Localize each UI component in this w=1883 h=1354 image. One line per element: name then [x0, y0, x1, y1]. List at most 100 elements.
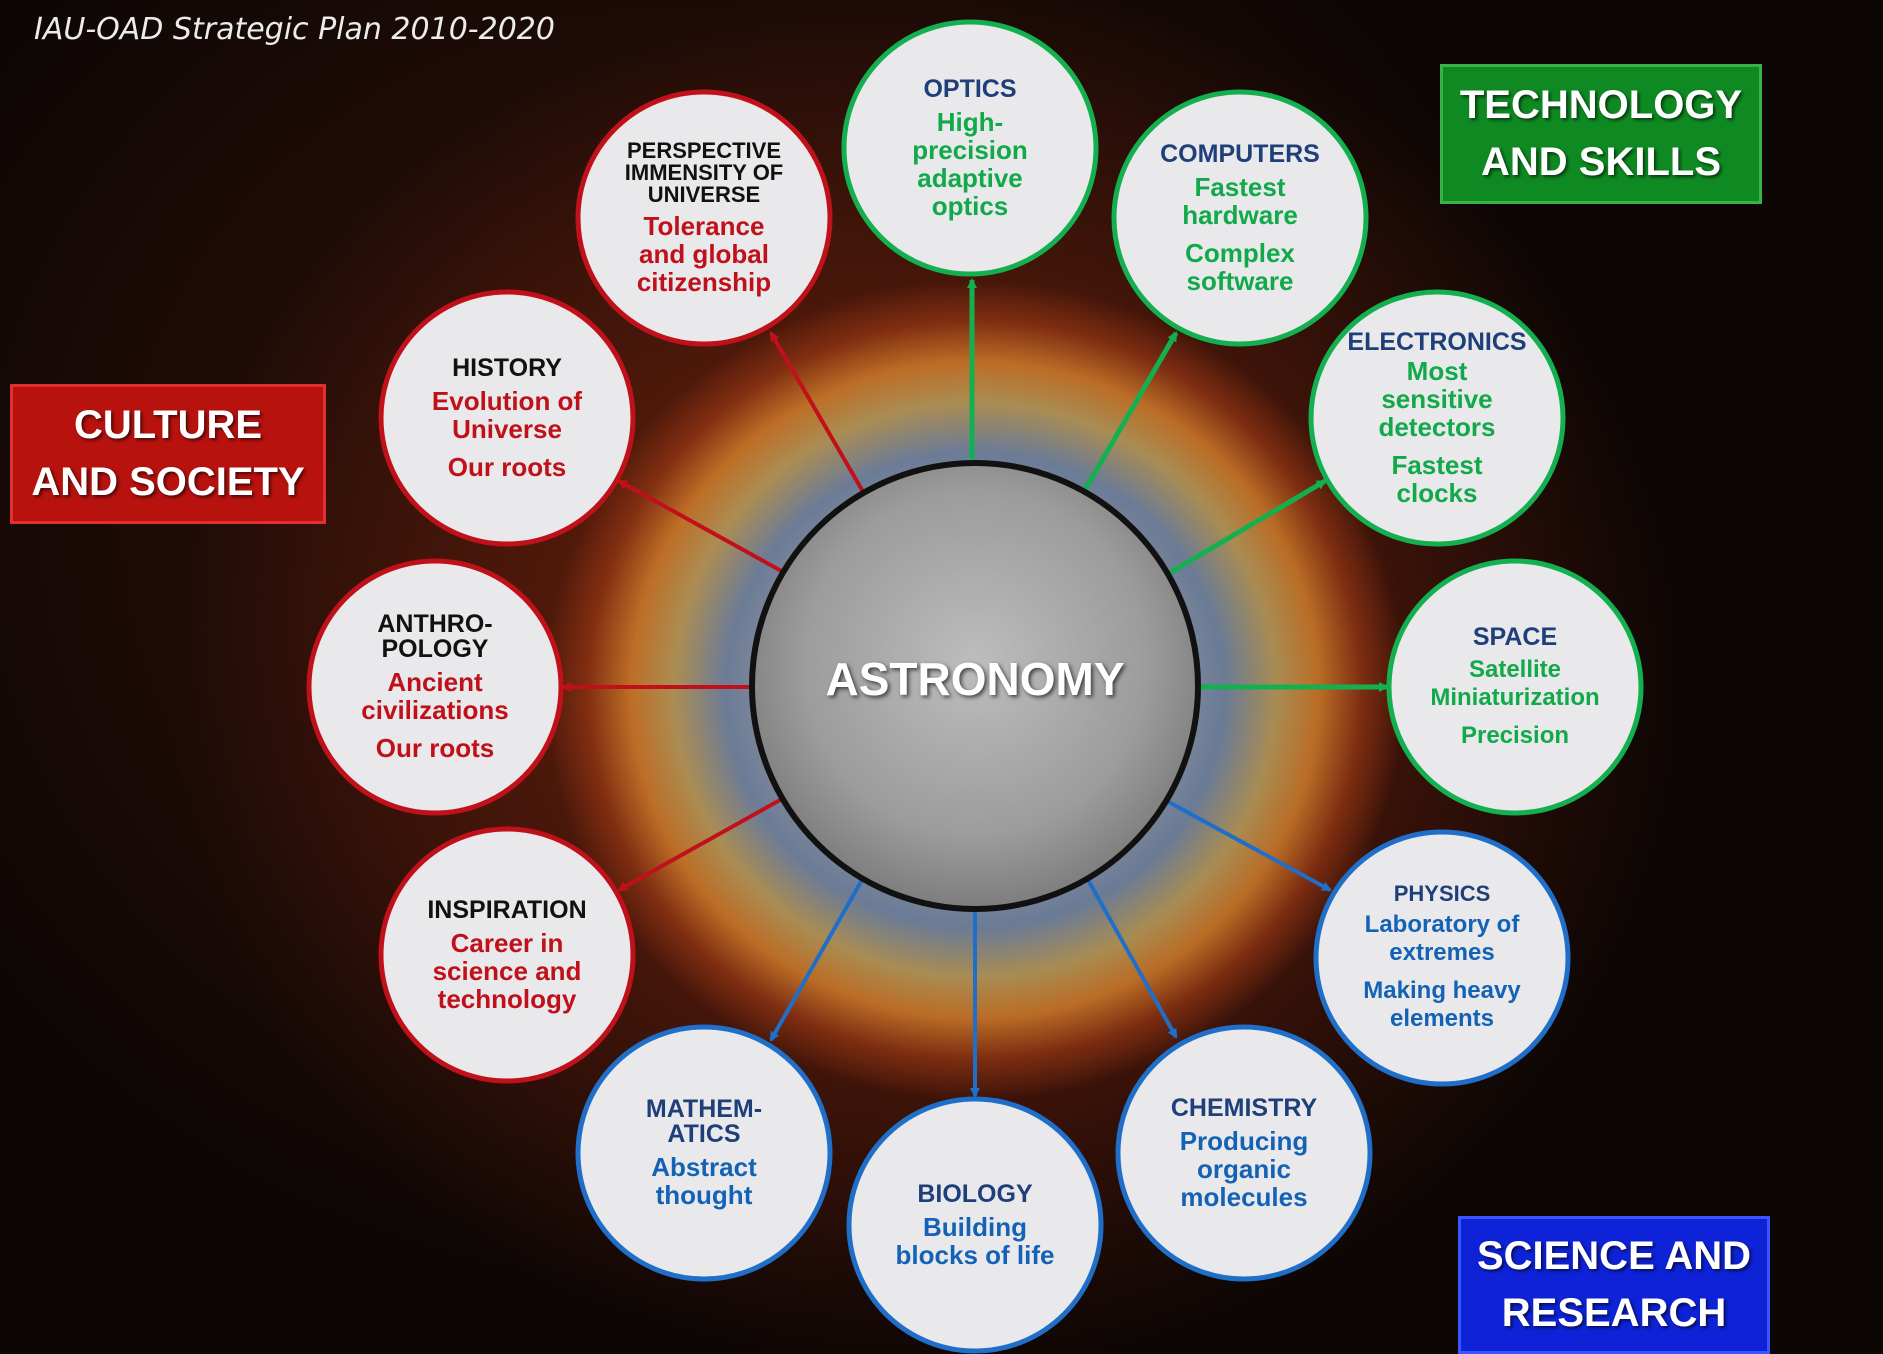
page-title: IAU-OAD Strategic Plan 2010-2020	[34, 12, 555, 47]
node-optics: OPTICS High- precision adaptive optics	[845, 23, 1095, 273]
node-mathematics: MATHEM- ATICS Abstract thought	[579, 1028, 829, 1278]
category-technology-line-2: AND SKILLS	[1481, 140, 1721, 184]
node-history-body-2: Universe	[452, 413, 562, 444]
node-space-title: SPACE	[1472, 622, 1558, 651]
node-biology-title: BIOLOGY	[917, 1179, 1033, 1208]
node-optics-body-1: High-	[936, 106, 1004, 137]
node-physics-title: PHYSICS	[1393, 881, 1491, 906]
node-circle-electronics	[1308, 289, 1566, 547]
node-mathematics-body-2: thought	[655, 1180, 753, 1210]
node-mathematics-title: MATHEM- ATICS	[646, 1097, 762, 1147]
node-optics-title: OPTICS	[923, 74, 1017, 103]
node-history-body: Evolution of Universe Our roots	[432, 387, 582, 481]
node-circle-optics	[841, 19, 1099, 277]
category-technology-line-1: TECHNOLOGY	[1459, 83, 1743, 127]
spacer	[1363, 967, 1520, 977]
connector-inspiration	[617, 798, 781, 892]
category-culture-line-1: CULTURE	[73, 403, 263, 447]
spacer	[432, 443, 582, 453]
node-perspective-body-3: citizenship	[636, 267, 772, 297]
node-anthropology-body: Ancient civilizations Our roots	[361, 668, 508, 762]
node-inspiration-body-1: Career in	[450, 927, 564, 958]
node-space-body-1: Satellite	[1468, 655, 1562, 683]
node-inspiration-title: INSPIRATION	[427, 895, 587, 924]
node-circle-computers	[1111, 89, 1369, 347]
node-chemistry-body-3: molecules	[1180, 1181, 1308, 1212]
hub-label: ASTRONOMY	[825, 653, 1125, 705]
node-perspective-title-2: IMMENSITY OF	[624, 160, 784, 185]
node-electronics-body: Most sensitive detectors Fastest clocks	[1378, 357, 1495, 507]
node-physics: PHYSICS Laboratory of extremes Making he…	[1317, 833, 1567, 1083]
node-biology-body-2: blocks of life	[895, 1239, 1055, 1270]
node-circle-anthropology	[306, 558, 564, 816]
hub-circle	[749, 460, 1201, 912]
node-space-body: Satellite Miniaturization Precision	[1430, 656, 1599, 750]
node-mathematics-body-1: Abstract	[651, 1152, 757, 1182]
node-biology-body: Building blocks of life	[896, 1213, 1055, 1269]
node-inspiration-body-3: technology	[437, 983, 577, 1014]
category-science-line-1: SCIENCE AND	[1476, 1234, 1752, 1278]
node-optics-body-4: optics	[931, 190, 1009, 221]
node-perspective-body-1: Tolerance	[643, 211, 765, 241]
node-inspiration-body-2: science and	[432, 955, 582, 986]
node-history: HISTORY Evolution of Universe Our roots	[382, 293, 632, 543]
node-perspective-title-1: PERSPECTIVE	[626, 138, 782, 163]
category-science-line-2: RESEARCH	[1501, 1291, 1727, 1335]
node-mathematics-title-1: MATHEM-	[645, 1095, 763, 1123]
node-circle-mathematics	[575, 1024, 833, 1282]
node-circle-history	[378, 289, 636, 547]
node-electronics-extra-2: clocks	[1396, 477, 1478, 508]
category-culture-label: CULTURE AND SOCIETY	[10, 384, 326, 524]
node-circle-chemistry	[1115, 1024, 1373, 1282]
node-circle-space	[1386, 558, 1644, 816]
node-mathematics-body: Abstract thought	[651, 1153, 756, 1209]
node-space-body-2: Miniaturization	[1430, 683, 1600, 711]
node-physics-extra-2: elements	[1389, 1005, 1495, 1032]
connector-history	[617, 479, 786, 575]
node-anthropology-title-2: POLOGY	[381, 635, 489, 663]
node-biology: BIOLOGY Building blocks of life	[850, 1100, 1100, 1350]
node-biology-body-1: Building	[923, 1211, 1027, 1242]
node-anthropology-body-1: Ancient	[387, 667, 483, 697]
node-computers-body-1: Fastest	[1194, 171, 1286, 202]
node-computers-body-2: hardware	[1182, 199, 1298, 230]
node-chemistry-title: CHEMISTRY	[1170, 1093, 1318, 1122]
node-inspiration-body: Career in science and technology	[433, 929, 582, 1013]
connector-perspective	[769, 331, 867, 497]
connector-mathematics	[769, 879, 864, 1042]
node-perspective-title: PERSPECTIVE IMMENSITY OF UNIVERSE	[625, 140, 784, 206]
node-electronics-body-1: Most	[1406, 355, 1468, 386]
node-electronics-body-2: sensitive	[1381, 383, 1493, 414]
node-computers-title: COMPUTERS	[1160, 139, 1320, 168]
node-optics-body-3: adaptive	[917, 162, 1023, 193]
node-optics-body: High- precision adaptive optics	[912, 108, 1028, 220]
category-culture-line-2: AND SOCIETY	[31, 460, 305, 504]
node-anthropology-body-2: civilizations	[361, 695, 509, 725]
node-electronics-title: ELECTRONICS	[1347, 327, 1527, 356]
node-perspective: PERSPECTIVE IMMENSITY OF UNIVERSE Tolera…	[579, 93, 829, 343]
connector-chemistry	[1085, 877, 1178, 1039]
node-mathematics-title-2: ATICS	[667, 1120, 741, 1148]
node-chemistry-body-1: Producing	[1179, 1125, 1309, 1156]
node-physics-body: Laboratory of extremes Making heavy elem…	[1363, 911, 1520, 1033]
node-circle-biology	[846, 1096, 1104, 1354]
node-anthropology-title: ANTHRO- POLOGY	[377, 612, 492, 662]
node-anthropology-extra: Our roots	[375, 733, 495, 763]
category-science-label: SCIENCE AND RESEARCH	[1458, 1216, 1770, 1354]
node-electronics-extra-1: Fastest	[1391, 449, 1483, 480]
node-inspiration: INSPIRATION Career in science and techno…	[382, 830, 632, 1080]
node-chemistry-body: Producing organic molecules	[1180, 1127, 1309, 1211]
node-optics-body-2: precision	[912, 134, 1028, 165]
node-anthropology: ANTHRO- POLOGY Ancient civilizations Our…	[310, 562, 560, 812]
node-physics-extra-1: Making heavy	[1363, 977, 1521, 1004]
node-physics-body-2: extremes	[1389, 939, 1495, 966]
node-perspective-body-2: and global	[638, 239, 769, 269]
spacer	[1378, 441, 1495, 451]
node-chemistry: CHEMISTRY Producing organic molecules	[1119, 1028, 1369, 1278]
node-physics-body-1: Laboratory of	[1364, 911, 1520, 938]
node-computers-extra-2: software	[1186, 265, 1294, 296]
node-space: SPACE Satellite Miniaturization Precisio…	[1390, 562, 1640, 812]
node-history-extra: Our roots	[447, 451, 567, 482]
